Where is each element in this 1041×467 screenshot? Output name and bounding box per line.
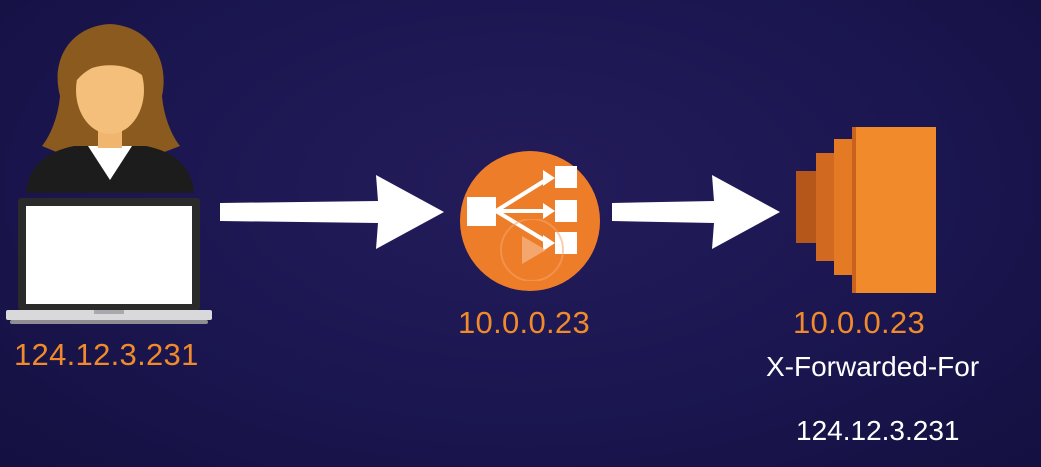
- arrow-client-to-lb: [220, 175, 444, 249]
- forwarded-header-value: 124.12.3.231: [796, 415, 960, 446]
- laptop-icon: [6, 198, 212, 324]
- ec2-instance-icon: [796, 127, 936, 293]
- arrow-lb-to-server: [612, 175, 780, 249]
- server-ip-label: 10.0.0.23: [793, 305, 925, 340]
- play-icon[interactable]: [492, 219, 572, 281]
- load-balancer-icon: [460, 151, 600, 291]
- user-avatar-icon: [26, 24, 194, 193]
- forwarded-header-name: X-Forwarded-For: [766, 351, 980, 382]
- client-ip-label: 124.12.3.231: [14, 337, 199, 372]
- load-balancer-ip-label: 10.0.0.23: [458, 305, 590, 340]
